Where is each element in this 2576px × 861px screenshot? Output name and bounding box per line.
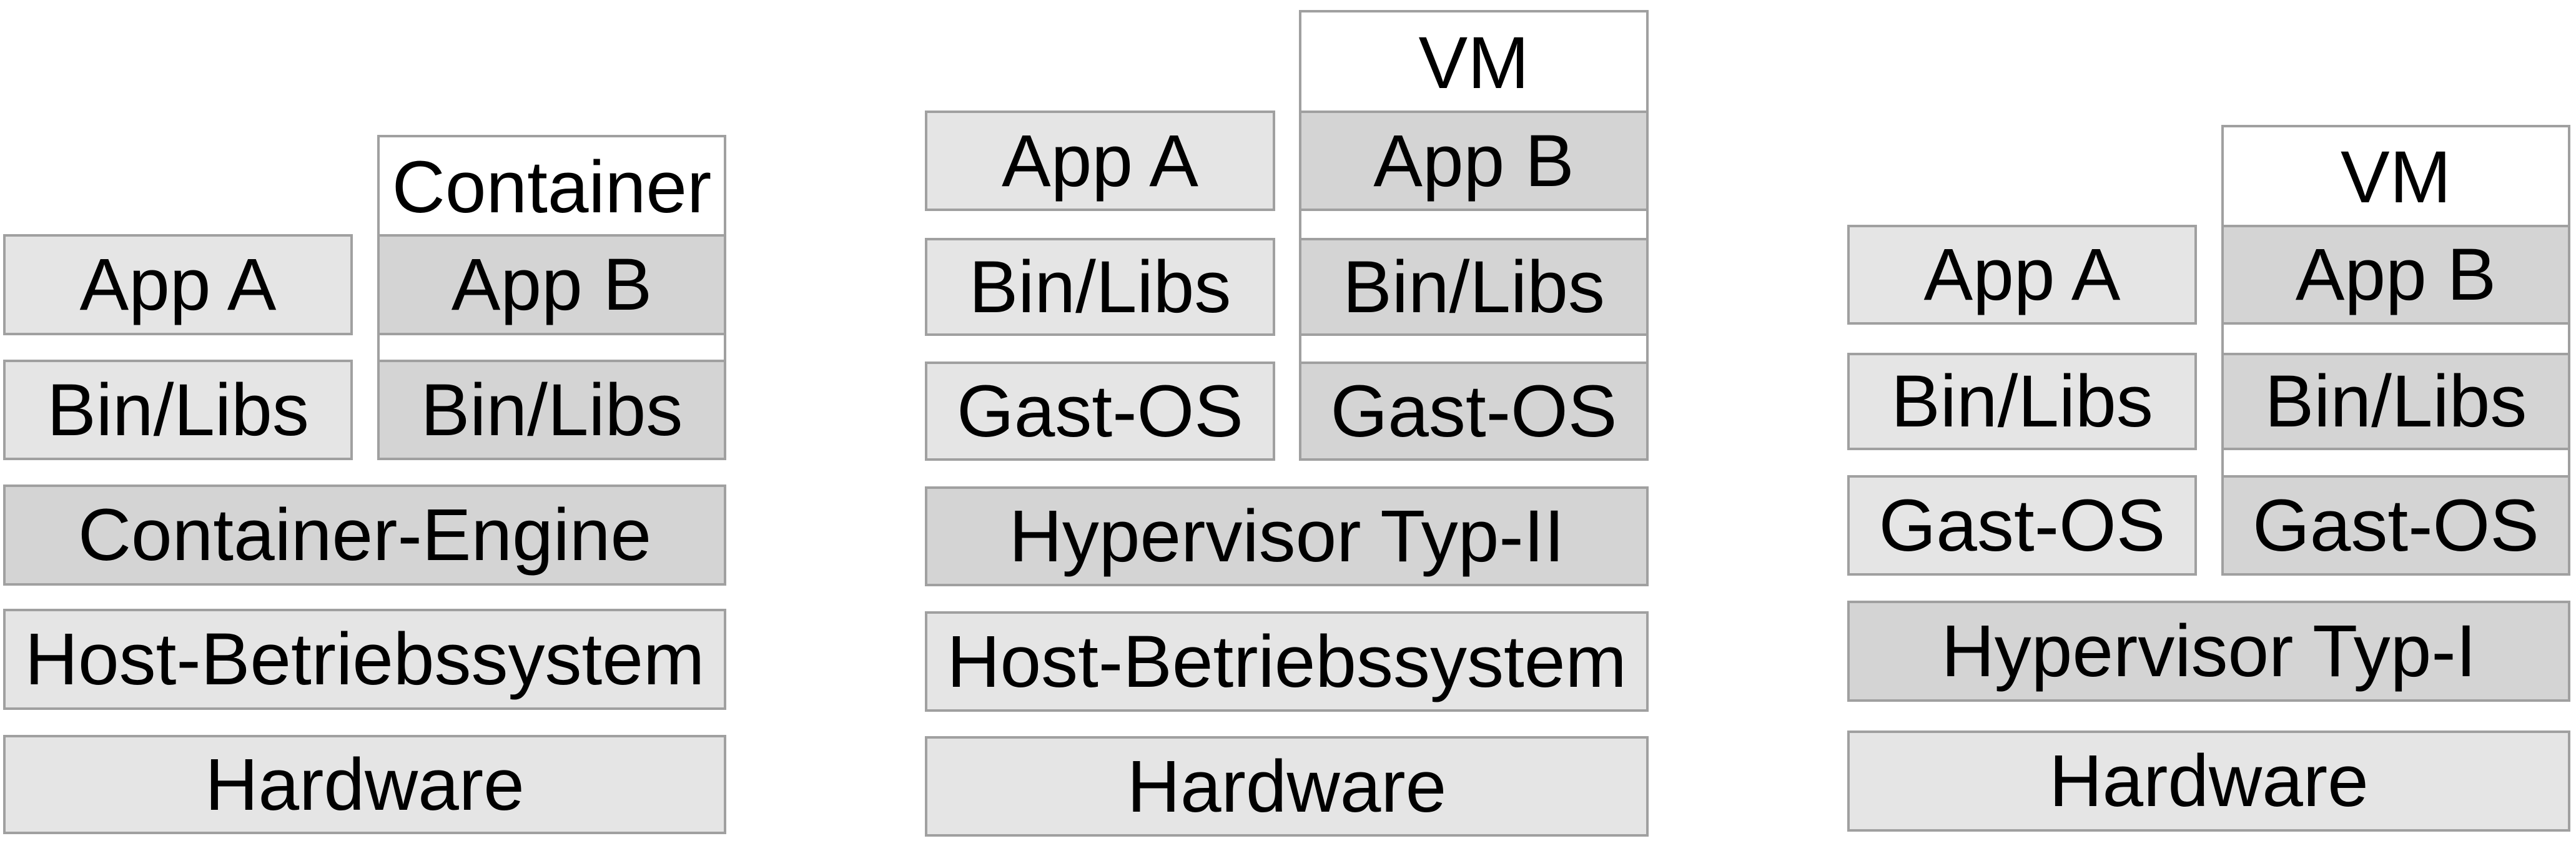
- hardware-layer: Hardware: [925, 736, 1649, 837]
- hypervisor-type-2-layer: Hypervisor Typ-II: [925, 486, 1649, 586]
- bin-libs-b-box: Bin/Libs: [1299, 238, 1649, 336]
- bin-libs-a-box: Bin/Libs: [925, 238, 1275, 336]
- app-a-box: App A: [925, 111, 1275, 211]
- guest-os-b-box: Gast-OS: [1299, 362, 1649, 461]
- host-os-layer: Host-Betriebssystem: [925, 611, 1649, 712]
- app-a-box: App A: [3, 234, 353, 335]
- app-b-box: App B: [2221, 225, 2570, 325]
- guest-os-a-box: Gast-OS: [925, 362, 1275, 461]
- bin-libs-b-box: Bin/Libs: [2221, 353, 2570, 450]
- container-frame-label: Container: [392, 145, 712, 229]
- vm-frame-label: VM: [2341, 136, 2451, 219]
- hypervisor-type-1-layer: Hypervisor Typ-I: [1847, 601, 2570, 702]
- app-b-box: App B: [377, 234, 726, 335]
- bin-libs-a-box: Bin/Libs: [3, 360, 353, 460]
- guest-os-b-box: Gast-OS: [2221, 475, 2570, 576]
- bin-libs-b-box: Bin/Libs: [377, 360, 726, 460]
- app-b-box: App B: [1299, 111, 1649, 211]
- container-engine-layer: Container-Engine: [3, 485, 726, 586]
- host-os-layer: Host-Betriebssystem: [3, 609, 726, 710]
- bin-libs-a-box: Bin/Libs: [1847, 353, 2197, 450]
- vm-frame-label: VM: [1418, 21, 1529, 104]
- hardware-layer: Hardware: [3, 735, 726, 834]
- hardware-layer: Hardware: [1847, 731, 2570, 832]
- app-a-box: App A: [1847, 225, 2197, 325]
- guest-os-a-box: Gast-OS: [1847, 475, 2197, 576]
